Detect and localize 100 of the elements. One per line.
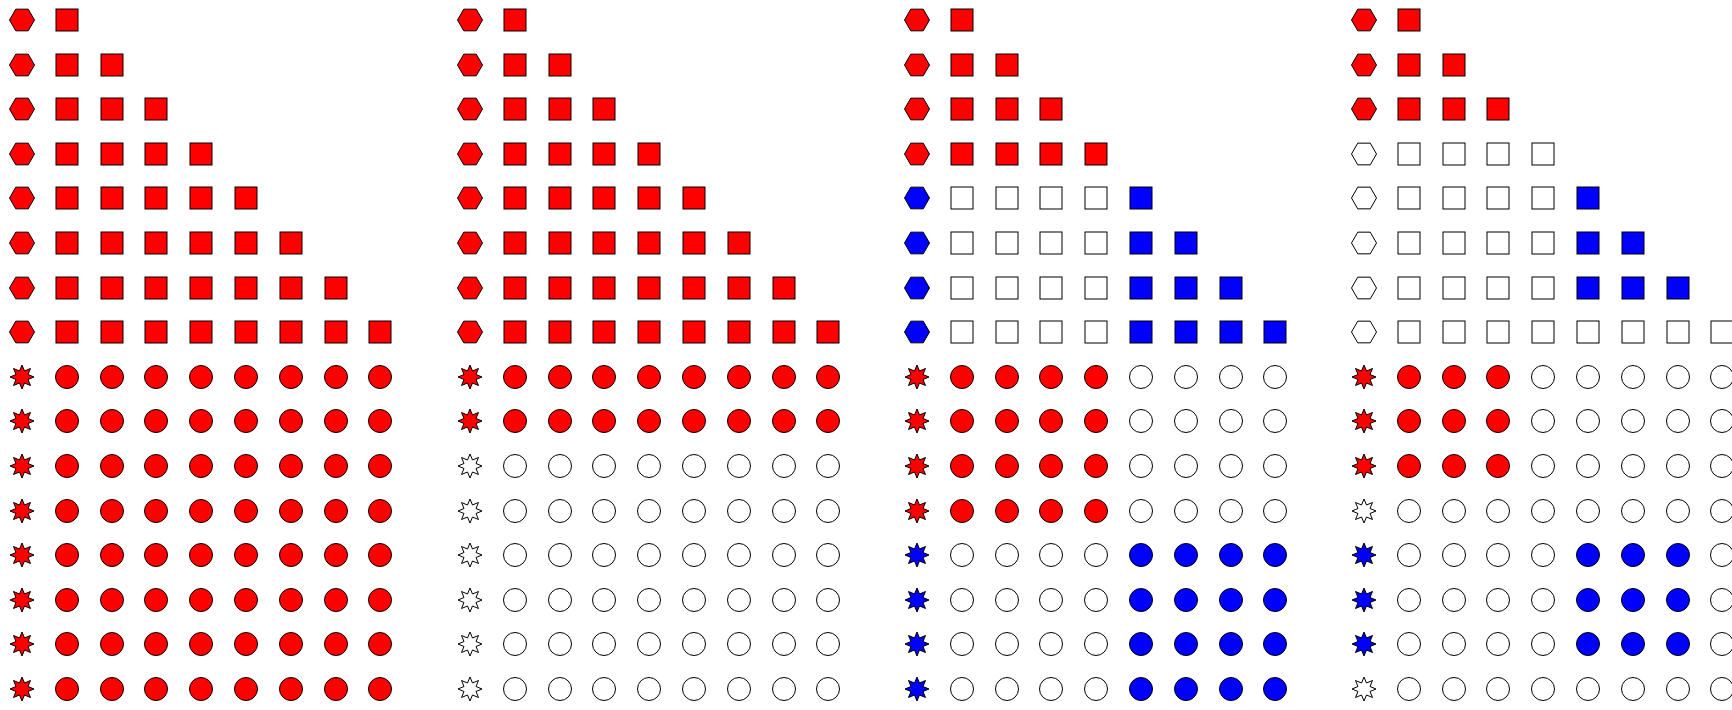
circle-marker	[1128, 542, 1154, 569]
circle-marker	[725, 586, 752, 613]
circle-marker	[233, 676, 259, 702]
circle-marker	[546, 497, 573, 524]
circle-marker	[1083, 497, 1110, 524]
square-marker	[681, 185, 707, 212]
circle-marker	[143, 631, 170, 658]
square-marker	[188, 319, 215, 346]
star-marker	[457, 363, 483, 390]
square-marker	[1619, 319, 1646, 346]
circle-marker	[277, 586, 304, 613]
circle-marker	[948, 542, 975, 569]
square-marker	[1038, 185, 1065, 212]
square-marker	[591, 96, 618, 123]
circle-marker	[233, 453, 259, 479]
circle-marker	[322, 408, 349, 435]
circle-marker	[591, 408, 618, 435]
circle-marker	[277, 363, 304, 390]
star-marker	[457, 453, 483, 479]
circle-marker	[98, 363, 125, 390]
star-marker	[1351, 631, 1377, 658]
circle-marker	[188, 676, 215, 702]
circle-marker	[1038, 676, 1065, 702]
circle-marker	[322, 586, 349, 613]
circle-marker	[1664, 542, 1691, 569]
circle-marker	[636, 408, 663, 435]
circle-marker	[815, 408, 842, 435]
square-marker	[1128, 274, 1154, 301]
hexagon-marker	[9, 185, 35, 212]
square-marker	[546, 51, 573, 78]
square-marker	[1395, 96, 1422, 123]
hexagon-marker	[9, 319, 35, 346]
circle-marker	[367, 408, 394, 435]
square-marker	[501, 96, 528, 123]
circle-marker	[1083, 363, 1110, 390]
circle-marker	[188, 631, 215, 658]
square-marker	[1172, 274, 1199, 301]
star-marker	[904, 631, 930, 658]
circle-marker	[681, 453, 707, 479]
square-marker	[367, 319, 394, 346]
circle-marker	[98, 542, 125, 569]
square-marker	[188, 274, 215, 301]
square-marker	[1664, 319, 1691, 346]
square-marker	[948, 140, 975, 167]
circle-marker	[1083, 586, 1110, 613]
hexagon-marker	[904, 140, 930, 167]
circle-marker	[53, 586, 80, 613]
circle-marker	[233, 497, 259, 524]
circle-marker	[1083, 408, 1110, 435]
circle-marker	[636, 631, 663, 658]
circle-marker	[636, 676, 663, 702]
hexagon-marker	[904, 230, 930, 256]
star-marker	[904, 363, 930, 390]
star-marker	[904, 676, 930, 702]
circle-marker	[501, 363, 528, 390]
circle-marker	[1485, 586, 1512, 613]
circle-marker	[1575, 542, 1601, 569]
hexagon-marker	[9, 96, 35, 123]
hexagon-marker	[457, 185, 483, 212]
square-marker	[1575, 319, 1601, 346]
circle-marker	[1485, 363, 1512, 390]
circle-marker	[993, 497, 1020, 524]
square-marker	[993, 140, 1020, 167]
circle-marker	[546, 676, 573, 702]
circle-marker	[1038, 408, 1065, 435]
circle-marker	[188, 363, 215, 390]
circle-marker	[322, 497, 349, 524]
circle-marker	[322, 676, 349, 702]
circle-marker	[1664, 453, 1691, 479]
square-marker	[681, 274, 707, 301]
circle-marker	[143, 408, 170, 435]
circle-marker	[1485, 453, 1512, 479]
circle-marker	[1038, 453, 1065, 479]
circle-marker	[681, 497, 707, 524]
square-marker	[770, 274, 797, 301]
square-marker	[1485, 185, 1512, 212]
hexagon-marker	[9, 274, 35, 301]
square-marker	[1395, 51, 1422, 78]
circle-marker	[1530, 408, 1557, 435]
hexagon-marker	[1351, 7, 1377, 33]
hexagon-marker	[9, 140, 35, 167]
hexagon-marker	[1351, 140, 1377, 167]
circle-marker	[53, 631, 80, 658]
circle-marker	[636, 542, 663, 569]
circle-marker	[1440, 363, 1467, 390]
hexagon-marker	[457, 96, 483, 123]
star-marker	[1351, 497, 1377, 524]
square-marker	[993, 96, 1020, 123]
circle-marker	[1262, 453, 1289, 479]
square-marker	[1083, 230, 1110, 256]
star-marker	[9, 497, 35, 524]
circle-marker	[1575, 497, 1601, 524]
square-marker	[993, 274, 1020, 301]
square-marker	[591, 230, 618, 256]
square-marker	[1083, 185, 1110, 212]
circle-marker	[725, 363, 752, 390]
square-marker	[948, 96, 975, 123]
star-marker	[904, 542, 930, 569]
circle-marker	[1172, 497, 1199, 524]
square-marker	[591, 185, 618, 212]
